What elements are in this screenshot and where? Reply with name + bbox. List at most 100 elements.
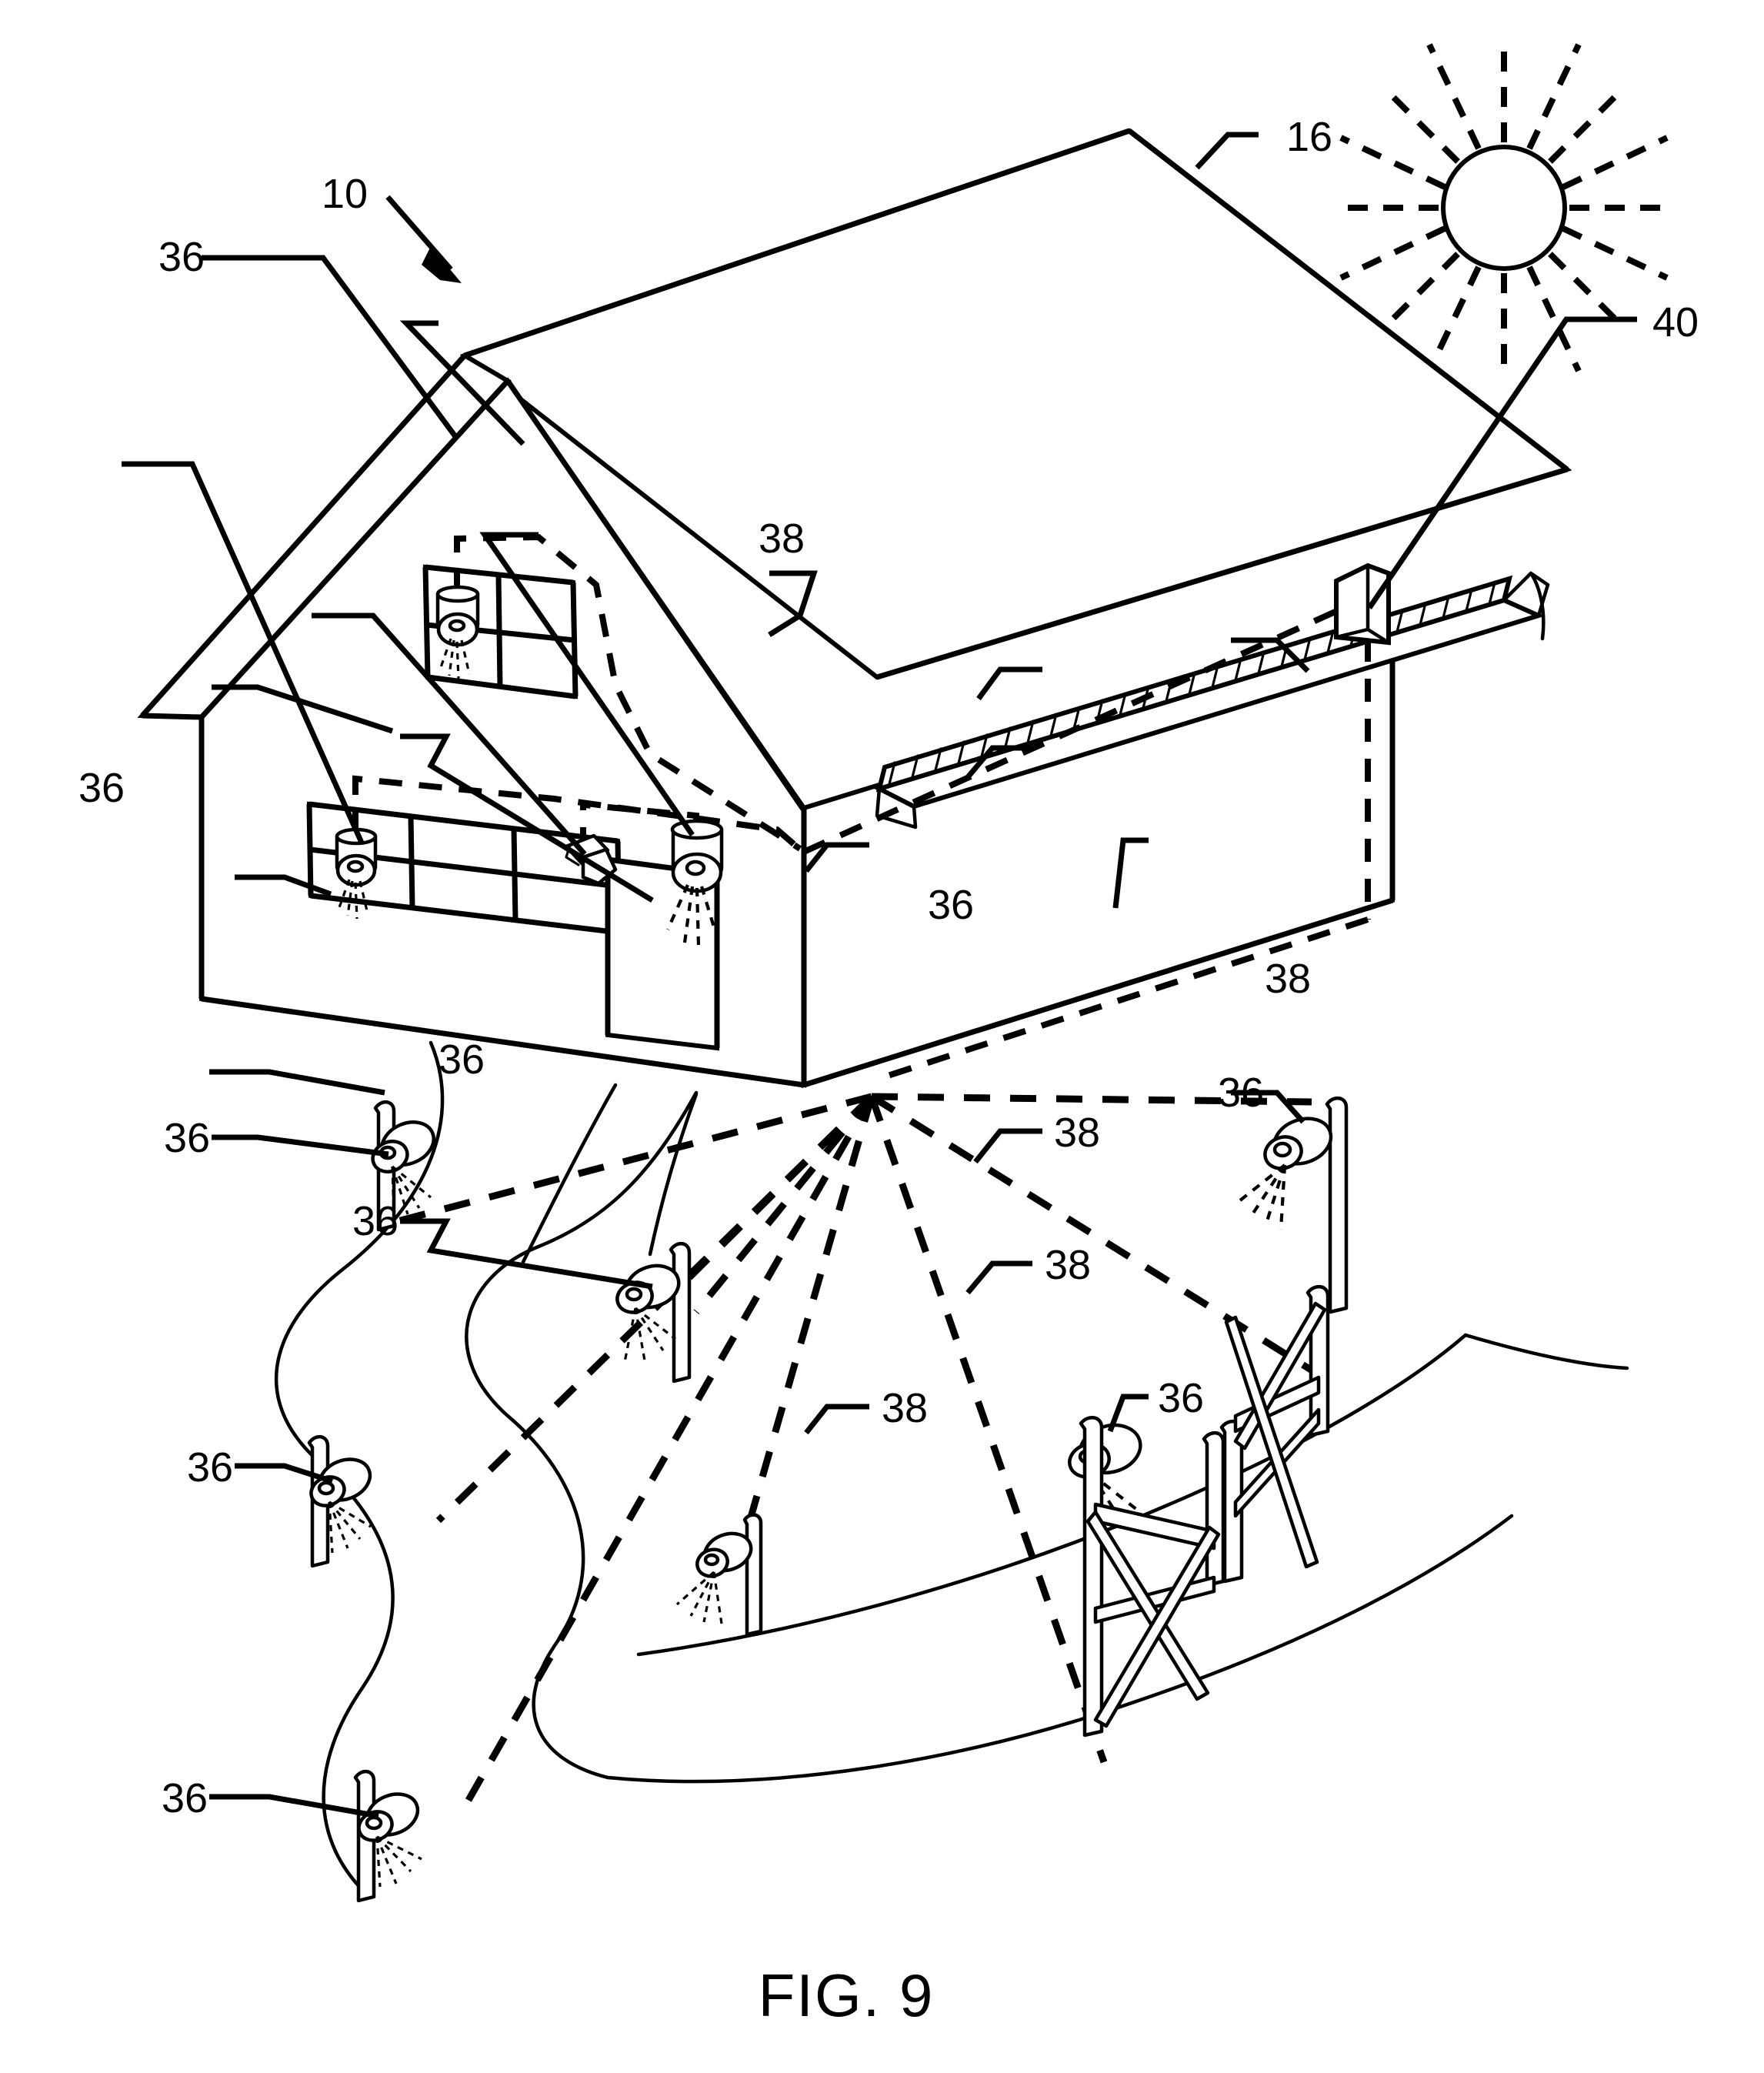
label-36b: 36 [78,765,125,811]
ray-to-sensor-upper-left [382,1093,873,1229]
label-38a: 38 [759,516,805,562]
path-edge-right [465,1090,699,1780]
gate-post-front-right [1202,1431,1225,1587]
leader-yard-38e [804,1404,869,1435]
gate-brace-front-b [1093,1525,1221,1728]
leader-yard-36j [209,1794,379,1819]
sun-disc [1441,145,1567,271]
gate-brace-rear-b [1224,1315,1319,1569]
sensor-aperture [346,860,365,873]
label-38e: 38 [882,1385,928,1431]
sensor-stake [669,1242,692,1384]
label-36g: 36 [352,1198,398,1244]
roof-ridge [463,128,1131,359]
link-base-right [882,916,1369,1080]
label-36c: 36 [928,882,974,928]
sensor-spray [666,884,719,947]
gate-panel-front [1079,1416,1225,1738]
leader-36j [209,1069,385,1096]
leader-38e [804,842,869,873]
sensor-top-cap [670,819,724,840]
leader-yard-38d [965,1260,1032,1295]
leader-38b [768,570,818,637]
link-upper-window-sensor [454,533,802,852]
sensor-stake [742,1513,763,1637]
sun-group [1333,37,1675,379]
arrowhead-10 [422,246,462,283]
downspout-curve [1529,571,1546,641]
ray-to-sensor-mid [665,1093,875,1302]
controller-edges [1334,563,1391,645]
gutter-end-cap [875,786,918,830]
gutter-downspout-head [1502,571,1550,618]
sun-rays [1333,37,1675,379]
label-36h: 36 [1158,1375,1204,1421]
label-38d: 38 [1045,1242,1091,1288]
sensor-aperture [703,1553,720,1567]
label-36a: 36 [158,234,205,280]
ray-to-sensor-unlabeled [739,1095,875,1548]
leader-38d [965,745,1032,779]
controller-box [1334,562,1391,646]
ray-to-sensor-left-low [435,1093,875,1524]
upper-window-mullions [422,564,579,699]
label-36d: 36 [438,1036,485,1083]
lawn-edge-lower [605,1514,1514,1784]
side-wall-right [802,623,1395,1089]
sensor-post [1325,1097,1349,1314]
leader-36g [400,733,654,903]
leader-yard-36f [212,1134,389,1157]
door-sensor [666,819,724,947]
sensor-spray [438,638,471,679]
leader-yard-36i [235,1463,334,1484]
leader-16 [1195,132,1259,170]
sensor-aperture [625,1287,643,1302]
sensor-aperture [317,1480,335,1496]
leader-36e [1231,637,1310,673]
sensor-spray [623,1307,676,1363]
sensor-spray [337,879,369,920]
yard-sensor-right-far [1239,1097,1349,1314]
leader-yard-36h [1107,1394,1149,1433]
leader-36f [212,684,394,734]
label-16: 16 [1286,114,1332,160]
sensor-spray [328,1501,372,1554]
label-36e: 36 [1218,1070,1264,1116]
sensor-spray [1239,1163,1287,1230]
label-10: 10 [322,171,368,217]
leader-40 [1367,316,1637,609]
sensor-aperture [685,860,706,876]
label-38b: 38 [1265,956,1311,1002]
leader-36b [122,461,365,844]
callout-leaders-yard [209,1090,1305,1819]
sensor-aperture [448,619,466,633]
leader-36c [479,532,695,836]
yard-sensor-mid [615,1242,692,1384]
sensor-spray [375,1835,422,1888]
sensor-aperture [365,1815,383,1831]
ray-to-sensor-bottom [459,1094,875,1814]
label-36i: 36 [187,1444,233,1490]
gate-post-front-left [1079,1416,1104,1738]
leader-36a [202,255,459,441]
label-36f: 36 [164,1115,210,1161]
driveway-lines [521,1083,699,1264]
leader-36h [1112,837,1149,909]
link-lower-window-sensor [352,775,802,853]
reference-labels: 10 16 36 38 40 36 36 36 38 36 38 36 36 3… [78,114,1699,1821]
leader-yard-36e [1231,1090,1305,1124]
lawn-edge-right-tip [1463,1333,1629,1370]
sensor-top-cap [435,585,480,603]
gate-assembly [1079,1285,1330,1738]
label-40: 40 [1652,299,1699,346]
ray-to-sensor-mid-b [693,1094,875,1314]
label-38c: 38 [1054,1110,1100,1156]
yard-network-links [382,1093,1326,1814]
yard-sensor-left-low [307,1435,372,1568]
leader-38c [976,666,1042,701]
yard-path-curves [274,1040,1629,1899]
upper-window-sensor [435,569,480,679]
ray-to-gate-sensor [868,1095,1108,1764]
